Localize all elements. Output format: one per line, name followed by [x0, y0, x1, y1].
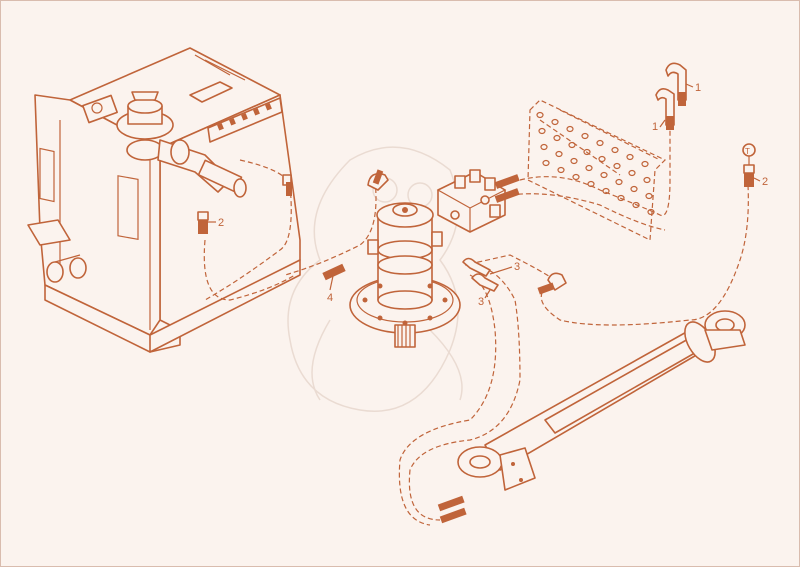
plate-hole: [568, 141, 576, 149]
plate-hole: [536, 111, 544, 119]
callout-1-lower: 1: [652, 121, 658, 133]
plate-hole: [596, 139, 604, 147]
plate-hole: [566, 125, 574, 133]
plate-hole: [538, 127, 546, 135]
plate-hole: [542, 159, 550, 167]
plate-hole: [645, 192, 653, 200]
plate-hole: [630, 185, 638, 193]
plate-hole: [581, 132, 589, 140]
plate-hole: [602, 187, 610, 195]
swing-motor: [349, 202, 461, 348]
callout-t: T: [745, 147, 750, 156]
hydraulic-cylinder: [457, 310, 746, 491]
plate-hole: [557, 166, 565, 174]
plate-hole: [583, 148, 591, 156]
callout-3-upper: 3: [514, 261, 520, 273]
plate-hole: [628, 169, 636, 177]
plate-hole: [570, 157, 578, 165]
callout-labels: 1 1 2 2 3 3 4 T: [218, 82, 768, 308]
plate-hole: [615, 178, 623, 186]
plate-hole: [632, 201, 640, 209]
plate-hole: [611, 146, 619, 154]
plate-hole: [617, 194, 625, 202]
hydraulic-tank: [27, 47, 301, 353]
callout-2-tank: 2: [218, 217, 224, 229]
plate-hole: [540, 143, 548, 151]
plate-hole: [600, 171, 608, 179]
callout-4: 4: [327, 292, 333, 304]
plate-hole: [626, 153, 634, 161]
callout-1-upper: 1: [695, 82, 701, 94]
plate-hole: [613, 162, 621, 170]
plate-hole: [572, 173, 580, 181]
valve-block: [436, 169, 507, 233]
callout-2-right: 2: [762, 176, 768, 188]
plate-hole: [555, 150, 563, 158]
plate-hole: [643, 176, 651, 184]
plate-hole: [553, 134, 561, 142]
hose-fittings: [197, 62, 756, 524]
callout-3-lower: 3: [478, 296, 484, 308]
plate-hole: [598, 155, 606, 163]
plate-hole: [551, 118, 559, 126]
mounting-plate: [527, 99, 667, 241]
hose-lines: [203, 90, 749, 526]
plate-hole: [641, 160, 649, 168]
plate-hole: [585, 164, 593, 172]
leader-lines: [208, 83, 761, 299]
